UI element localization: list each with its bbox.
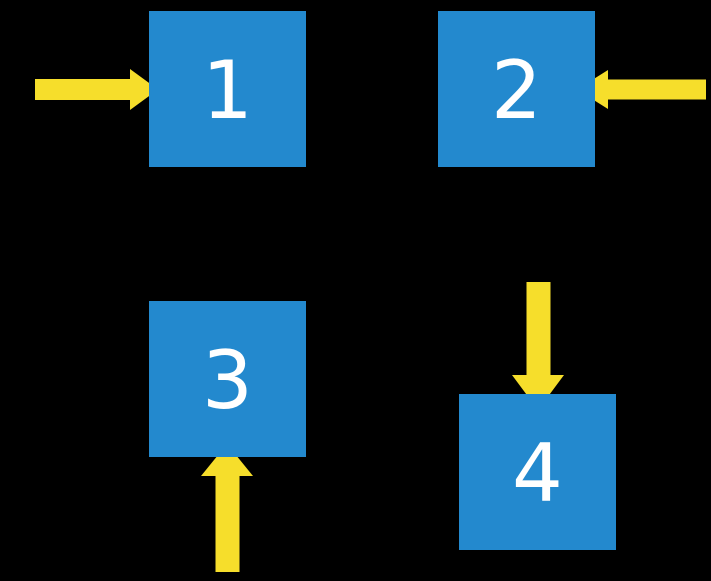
- arrow-into-4-icon[interactable]: [512, 282, 564, 410]
- node-box-1[interactable]: 1: [149, 11, 306, 167]
- node-label-4: 4: [512, 427, 563, 520]
- node-label-3: 3: [202, 334, 253, 427]
- arrow-into-1-icon[interactable]: [35, 69, 158, 110]
- node-box-4[interactable]: 4: [459, 394, 616, 550]
- node-label-2: 2: [491, 44, 542, 137]
- arrow-up-shape: [201, 444, 253, 572]
- node-box-3[interactable]: 3: [149, 301, 306, 457]
- arrow-into-3-icon[interactable]: [201, 444, 253, 572]
- arrow-right-shape: [35, 69, 158, 110]
- arrow-into-2-icon[interactable]: [577, 70, 706, 109]
- arrow-down-shape: [512, 282, 564, 410]
- node-label-1: 1: [202, 44, 253, 137]
- arrow-left-shape: [577, 70, 706, 109]
- node-box-2[interactable]: 2: [438, 11, 595, 167]
